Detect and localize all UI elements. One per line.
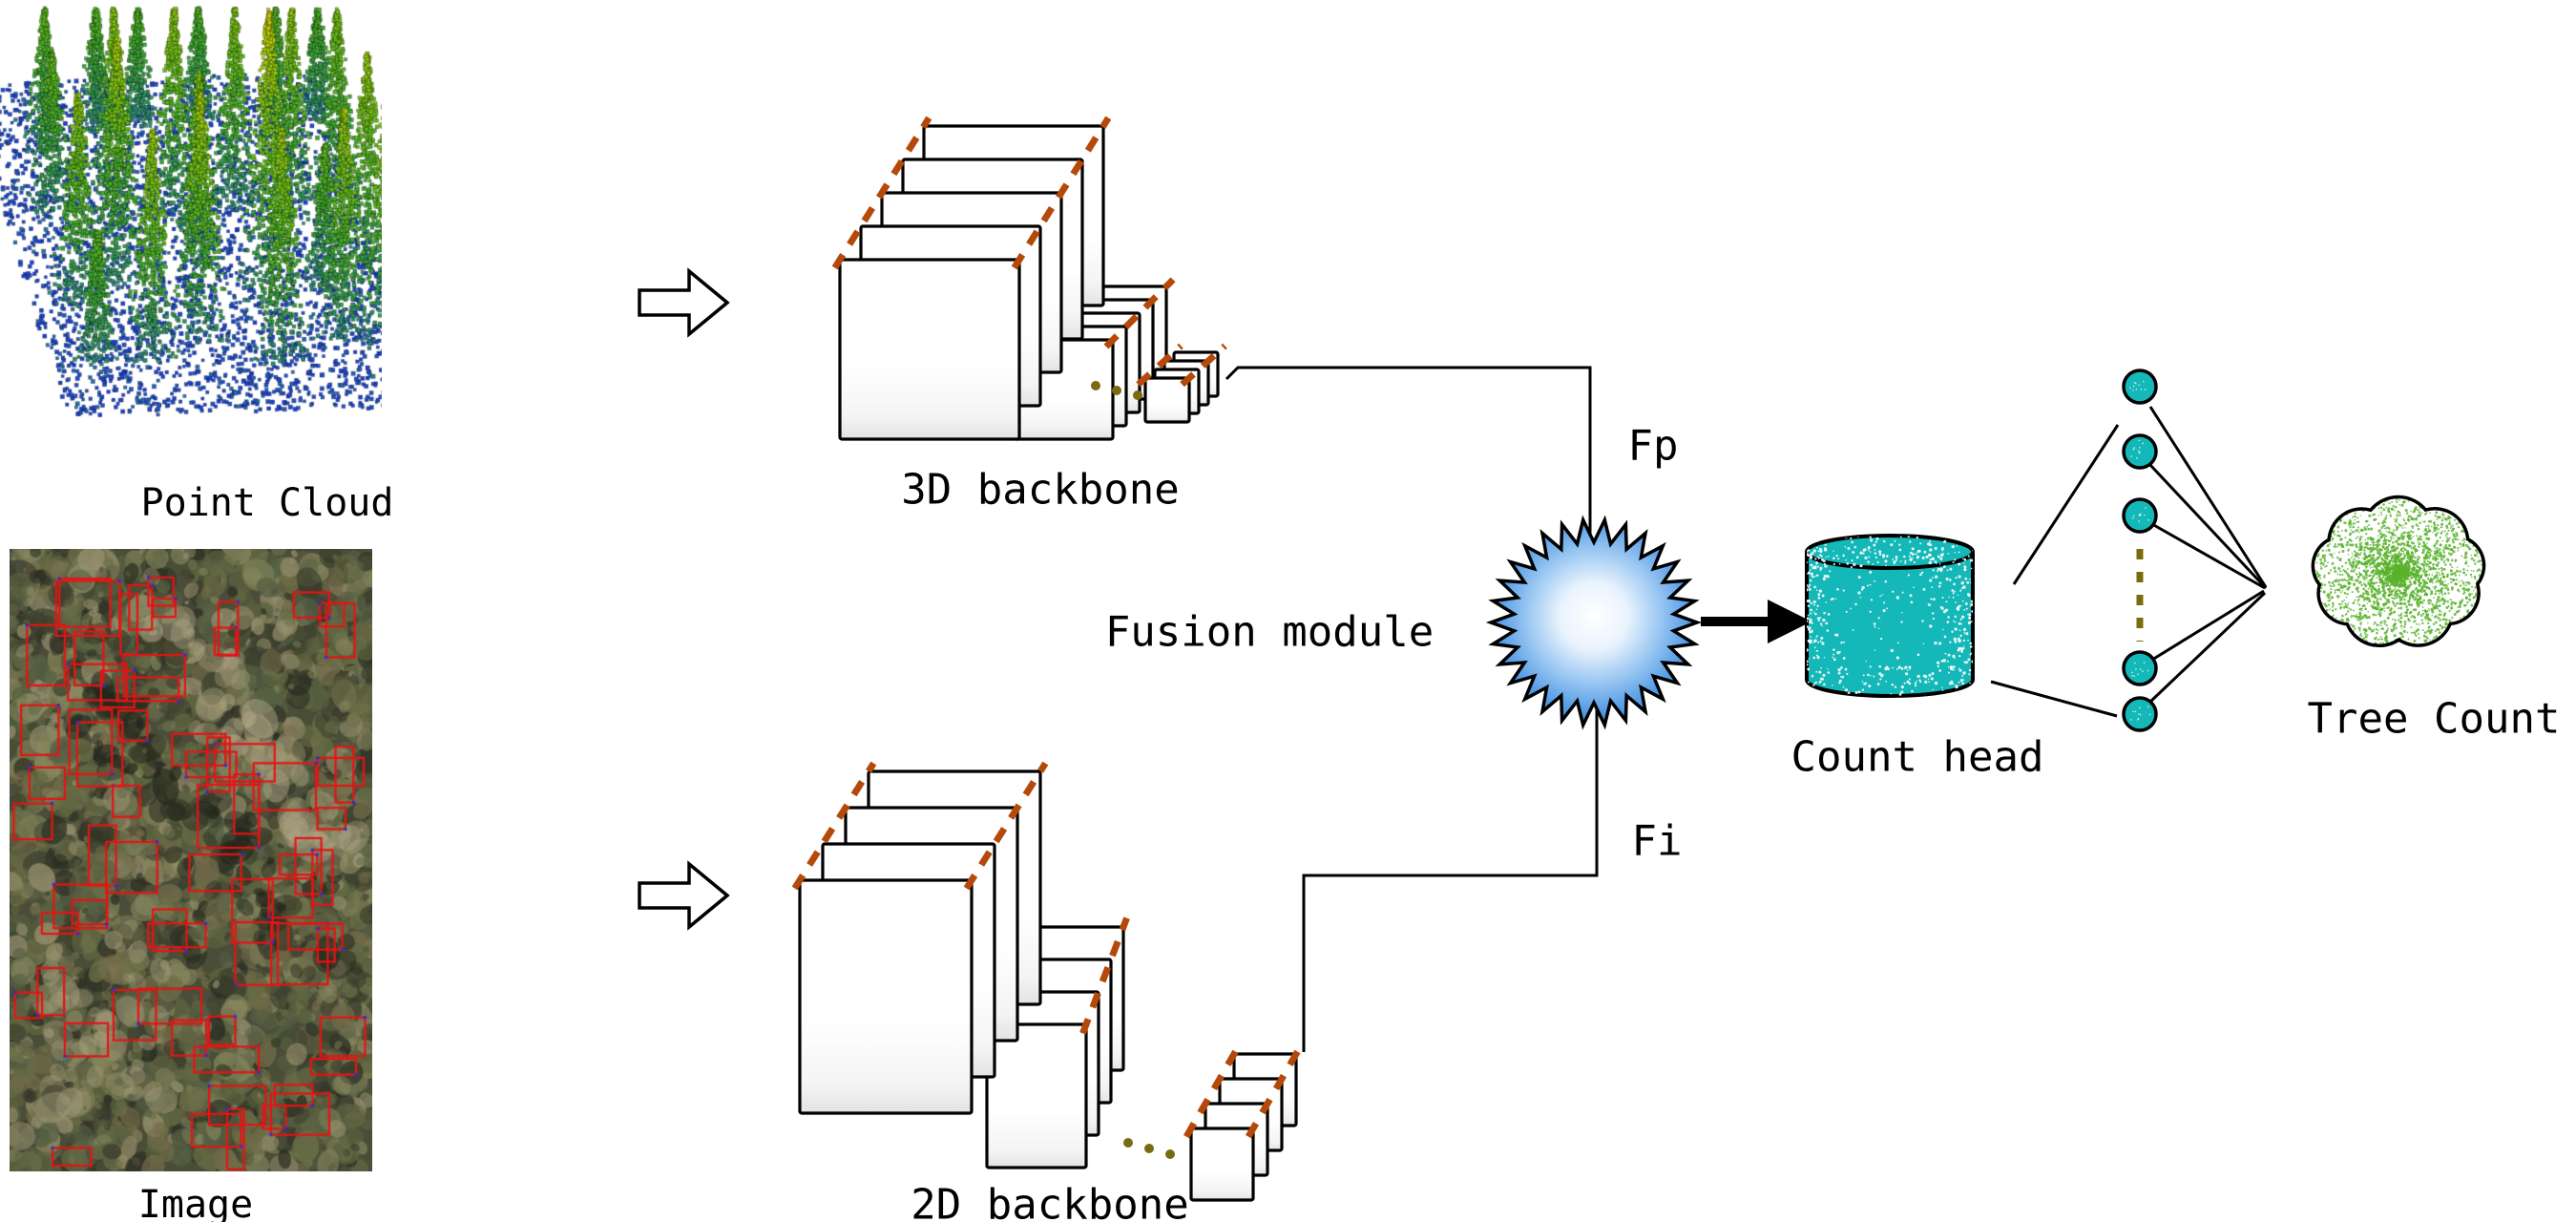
fusion-to-counthead-arrow-icon xyxy=(1701,600,1812,643)
fp-connector-line xyxy=(1225,366,1592,540)
neural-network-nodes xyxy=(2122,369,2158,732)
input-arrow-bottom-icon xyxy=(638,860,730,931)
fi-label: Fi xyxy=(1631,816,1683,866)
fusion-module-label: Fusion module xyxy=(1104,607,1435,657)
point-cloud-label: Point Cloud xyxy=(140,481,394,525)
point-cloud-render xyxy=(0,0,382,477)
backbone-3d-stacks xyxy=(831,116,1227,441)
fusion-module-icon xyxy=(1485,515,1703,730)
count-head-label: Count head xyxy=(1791,732,2044,782)
fi-connector-line xyxy=(1302,705,1599,1052)
input-arrow-top-icon xyxy=(638,267,730,338)
backbone-2d-label: 2D backbone xyxy=(911,1180,1189,1222)
neuron-connection-lines xyxy=(1990,406,2268,718)
fp-label: Fp xyxy=(1627,421,1679,471)
backbone-2d-stacks xyxy=(791,761,1305,1202)
tree-count-label: Tree Count xyxy=(2307,694,2561,744)
aerial-image-render xyxy=(10,549,372,1171)
tree-count-cloud-icon xyxy=(2311,495,2486,647)
backbone-3d-label: 3D backbone xyxy=(901,465,1180,515)
image-label: Image xyxy=(137,1183,254,1222)
count-head-cylinder-icon xyxy=(1805,534,1975,698)
